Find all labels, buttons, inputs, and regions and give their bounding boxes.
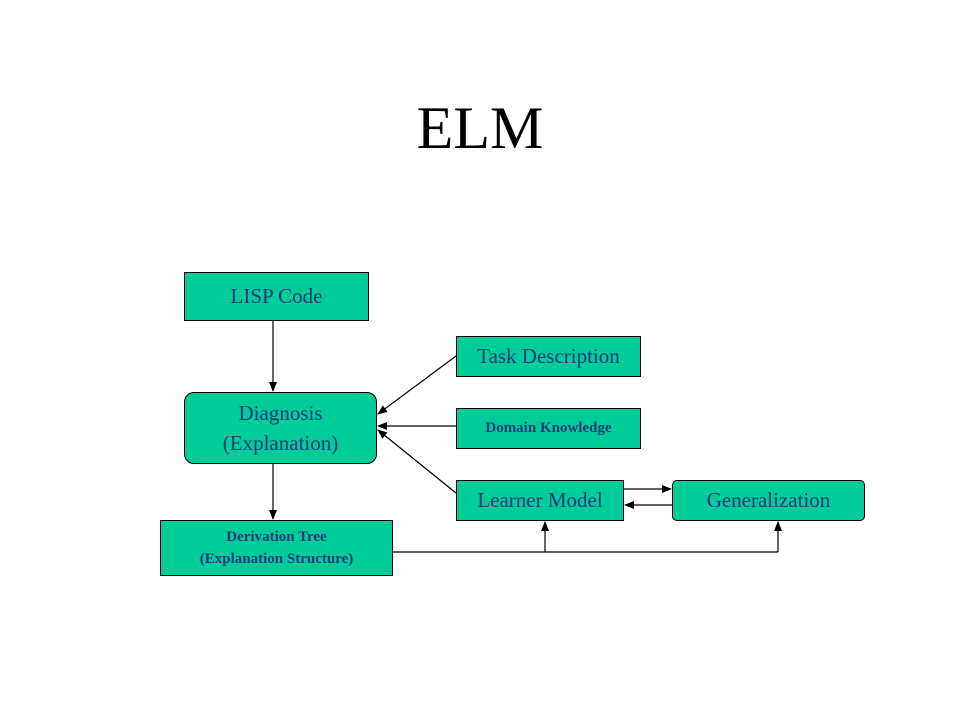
node-learner-model: Learner Model (456, 480, 624, 521)
node-task-description-label: Task Description (477, 344, 620, 368)
arrow-learner-to-diagnosis (377, 429, 457, 494)
node-generalization-label: Generalization (706, 488, 831, 512)
node-derivation-tree: Derivation Tree (Explanation Structure) (160, 520, 393, 576)
node-diagnosis-line2: (Explanation) (222, 431, 339, 455)
node-derivation-line2: (Explanation Structure) (199, 551, 354, 567)
node-domain-knowledge-label: Domain Knowledge (485, 420, 612, 436)
page-title: ELM (416, 95, 544, 161)
node-learner-model-label: Learner Model (477, 488, 603, 512)
node-task-description: Task Description (456, 336, 641, 377)
arrow-task-to-diagnosis (377, 355, 457, 415)
node-generalization: Generalization (672, 480, 865, 521)
node-diagnosis: Diagnosis (Explanation) (184, 392, 377, 464)
node-domain-knowledge: Domain Knowledge (456, 408, 641, 449)
node-derivation-line1: Derivation Tree (226, 529, 327, 545)
node-lisp-code-label: LISP Code (230, 284, 323, 308)
node-diagnosis-line1: Diagnosis (238, 401, 323, 425)
node-lisp-code: LISP Code (184, 272, 369, 321)
